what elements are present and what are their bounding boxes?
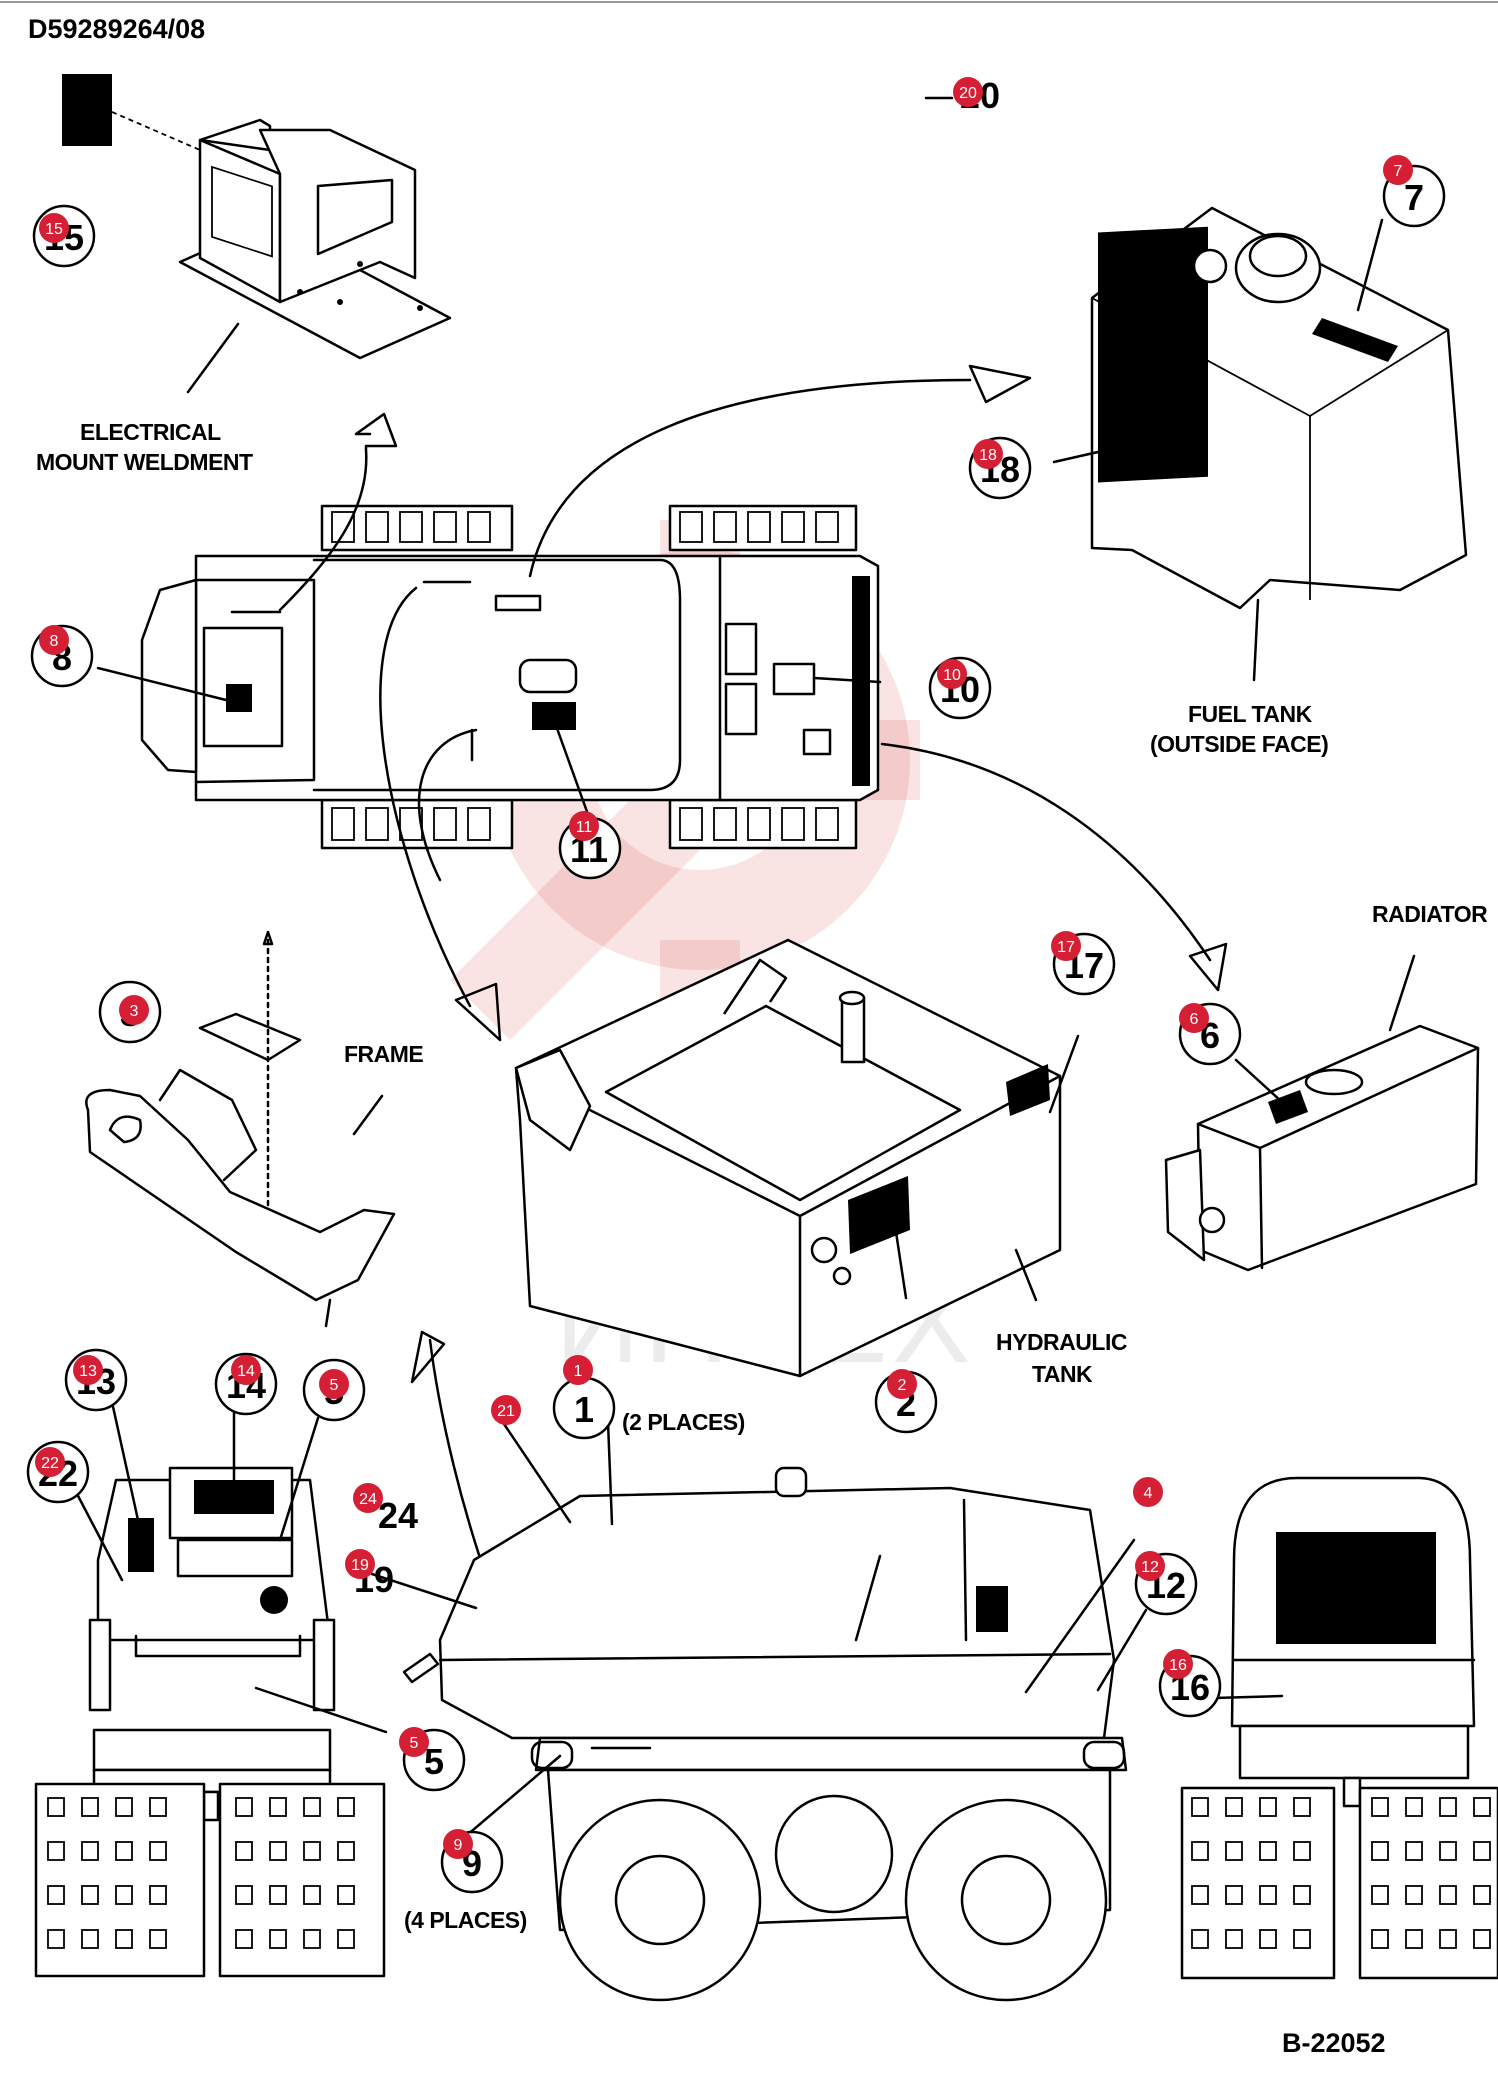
label-frame: FRAME [344,1041,423,1067]
svg-text:22: 22 [41,1455,59,1472]
fuel-tank [1052,206,1468,682]
svg-text:5: 5 [330,1377,339,1394]
marker-7[interactable]: 7 [1383,155,1413,185]
label-hydraulic-line2: TANK [1032,1361,1093,1387]
marker-2[interactable]: 2 [887,1369,917,1399]
label-radiator: RADIATOR [1372,901,1488,927]
svg-text:21: 21 [497,1403,515,1420]
marker-9[interactable]: 9 [443,1829,473,1859]
marker-6[interactable]: 6 [1179,1003,1209,1033]
svg-text:14: 14 [237,1363,255,1380]
callout-7: 7 [1404,177,1424,218]
label-electrical-line1: ELECTRICAL [80,419,221,445]
svg-text:11: 11 [576,819,593,836]
marker-16[interactable]: 16 [1163,1649,1193,1679]
svg-text:9: 9 [454,1837,463,1854]
marker-8[interactable]: 8 [39,625,69,655]
radiator [1164,954,1480,1272]
svg-text:16: 16 [1169,1657,1187,1674]
svg-text:20: 20 [959,85,977,102]
svg-text:5: 5 [410,1735,419,1752]
marker-18[interactable]: 18 [973,439,1003,469]
svg-text:19: 19 [351,1557,369,1574]
svg-text:17: 17 [1057,939,1075,956]
svg-text:12: 12 [1141,1559,1159,1576]
svg-text:4: 4 [1144,1485,1153,1502]
machine-rear-view [34,1382,388,1978]
svg-text:24: 24 [359,1491,377,1508]
document-code: D59289264/08 [28,14,205,44]
marker-3[interactable]: 3 [119,995,149,1025]
label-two-places: (2 PLACES) [622,1409,745,1435]
marker-5-side[interactable]: 5 [399,1727,429,1757]
callout-1: 1 [574,1389,594,1430]
label-electrical-line2: MOUNT WELDMENT [36,449,253,475]
figure-number: B-22052 [1282,2028,1386,2058]
marker-21[interactable]: 21 [491,1395,521,1425]
red-markers: 20 15 7 18 8 10 11 17 3 6 1 2 21 13 14 5… [35,77,1413,1859]
svg-text:2: 2 [898,1377,907,1394]
marker-5-rear[interactable]: 5 [319,1369,349,1399]
marker-13[interactable]: 13 [73,1355,103,1385]
svg-text:1: 1 [574,1363,583,1380]
svg-text:10: 10 [943,667,961,684]
machine-front-view [1180,1476,1498,1980]
electrical-mount-weldment [62,74,452,394]
svg-text:6: 6 [1190,1011,1199,1028]
marker-11[interactable]: 11 [569,811,599,841]
svg-text:7: 7 [1394,163,1403,180]
svg-text:15: 15 [45,221,63,238]
machine-side-view [370,1420,1148,2002]
frame [85,930,396,1328]
marker-12[interactable]: 12 [1135,1551,1165,1581]
label-fuel-line1: FUEL TANK [1188,701,1313,727]
marker-10[interactable]: 10 [937,659,967,689]
marker-20[interactable]: 20 [953,77,983,107]
marker-4[interactable]: 4 [1133,1477,1163,1507]
marker-17[interactable]: 17 [1051,931,1081,961]
decal-15 [62,74,112,146]
marker-22[interactable]: 22 [35,1447,65,1477]
svg-text:3: 3 [130,1003,139,1020]
marker-24[interactable]: 24 [353,1483,383,1513]
marker-19[interactable]: 19 [345,1549,375,1579]
svg-text:8: 8 [50,633,59,650]
callout-24: 24 [378,1495,418,1536]
drum-pads-right [1191,1797,1491,1949]
svg-text:13: 13 [79,1363,97,1380]
hydraulic-tank [514,938,1080,1378]
label-fuel-line2: (OUTSIDE FACE) [1150,731,1328,757]
marker-15[interactable]: 15 [39,213,69,243]
drum-pads-left [47,1797,355,1949]
callout-5-side: 5 [424,1741,444,1782]
label-four-places: (4 PLACES) [404,1907,527,1933]
machine-top-view [140,504,880,850]
label-hydraulic-line1: HYDRAULIC [996,1329,1127,1355]
svg-text:18: 18 [979,447,997,464]
marker-1[interactable]: 1 [563,1355,593,1385]
marker-14[interactable]: 14 [231,1355,261,1385]
